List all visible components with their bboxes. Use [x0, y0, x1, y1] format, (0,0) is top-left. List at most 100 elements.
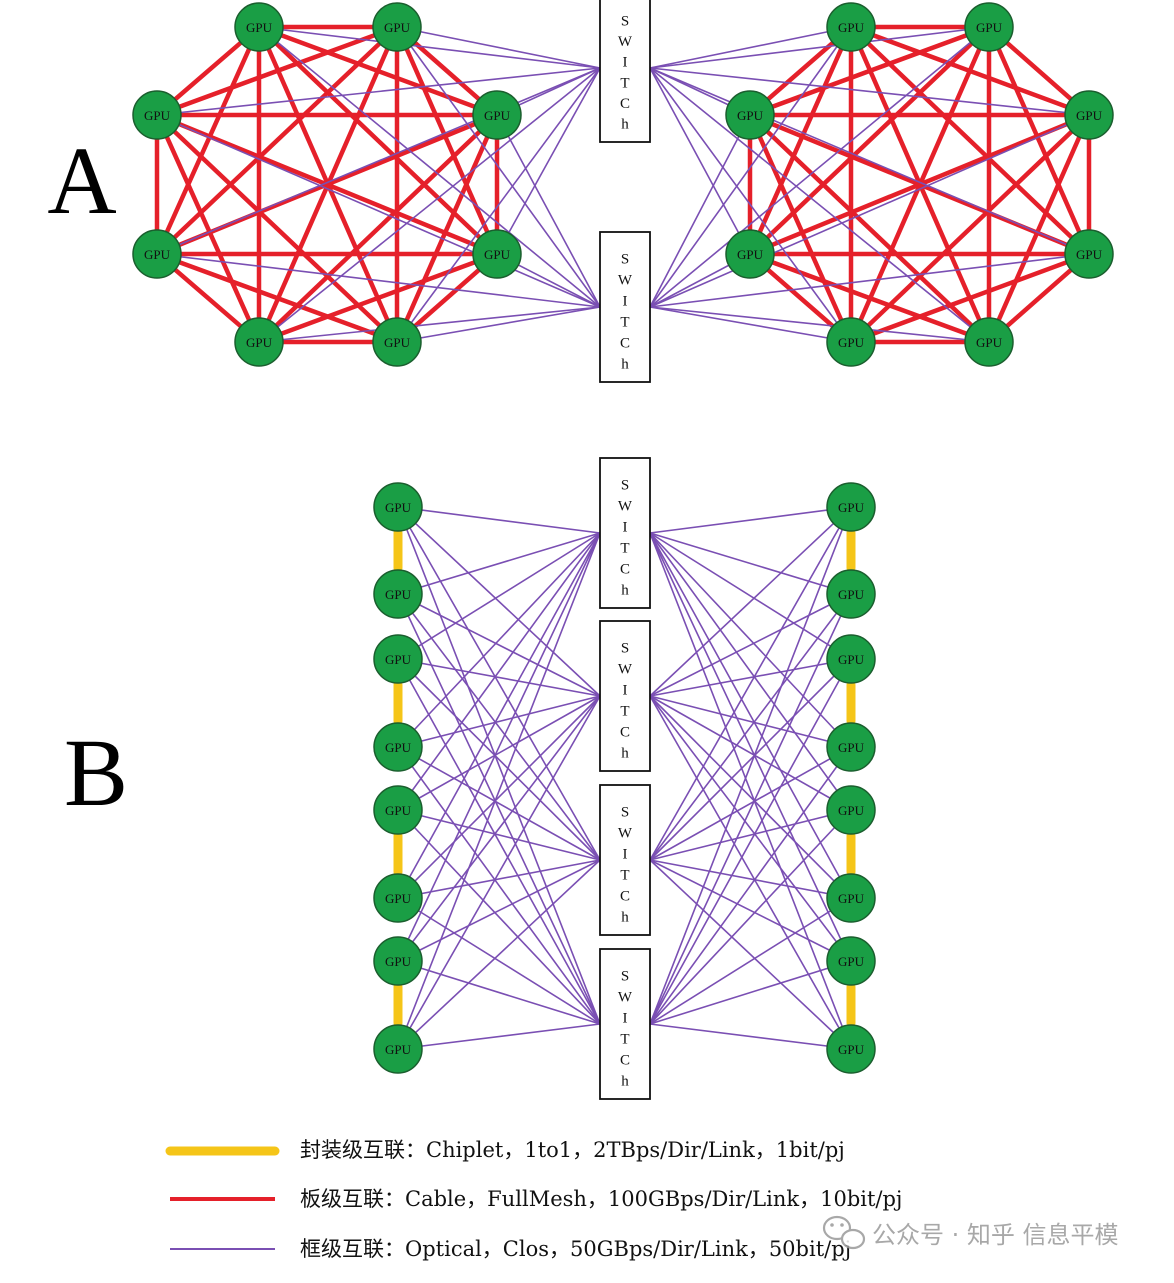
- switch-letter: S: [621, 641, 629, 657]
- optical-link-a-right: [649, 26, 852, 308]
- optical-link-a-left: [156, 253, 601, 308]
- section-label-a: A: [47, 127, 116, 234]
- optical-link-b-right: [649, 746, 852, 861]
- optical-link-a-left: [156, 67, 601, 116]
- gpu-circle: [826, 722, 876, 772]
- gpu-node-b-left: GPU: [373, 1024, 423, 1074]
- gpu-circle: [472, 90, 522, 140]
- gpu-node-b-left: GPU: [373, 569, 423, 619]
- wechat-icon: [822, 1215, 866, 1250]
- cable-link-l: [258, 251, 498, 345]
- section-label-b: B: [64, 719, 128, 826]
- optical-link-b-left: [397, 695, 601, 899]
- switch-letter: T: [620, 541, 629, 557]
- optical-link-a-left: [496, 114, 601, 308]
- optical-link-b-right: [649, 695, 852, 748]
- switch-letter: h: [621, 910, 629, 926]
- cable-link-r: [849, 113, 1091, 344]
- optical-link-b-right: [649, 532, 852, 748]
- gpu-node-b-left: GPU: [373, 482, 423, 532]
- switch-letter: C: [620, 725, 630, 741]
- optical-link-b-left: [397, 532, 601, 748]
- cable-link-r: [986, 26, 1092, 255]
- optical-link-a-right: [649, 253, 1090, 308]
- gpu-node-a-left: GPU: [234, 2, 284, 52]
- optical-link-b-right: [649, 532, 852, 962]
- gpu-node-a-right: GPU: [964, 2, 1014, 52]
- switch-letter: S: [621, 478, 629, 494]
- optical-link-b-right: [649, 695, 852, 899]
- switch-letter: W: [618, 662, 633, 678]
- nodes-layer: GPU GPU GPU GPU GPU GPU GPU GPU GPU GPU GPU GPU GPU G…: [132, 0, 1114, 1100]
- optical-link-b-right: [649, 695, 852, 811]
- optical-link-a-left: [496, 67, 601, 255]
- gpu-circle: [373, 785, 423, 835]
- gpu-node-a-right: GPU: [826, 2, 876, 52]
- gpu-circle: [826, 634, 876, 684]
- optical-link-b-left: [397, 658, 601, 1025]
- gpu-node-a-right: GPU: [1064, 90, 1114, 140]
- gpu-circle: [373, 722, 423, 772]
- switch-letter: T: [620, 1032, 629, 1048]
- switch-letter: T: [620, 704, 629, 720]
- gpu-label: GPU: [385, 891, 412, 906]
- cable-link-r: [747, 26, 854, 255]
- switch-letter: h: [621, 746, 629, 762]
- switch-box: [599, 231, 651, 383]
- gpu-circle: [725, 229, 775, 279]
- optical-link-b-left: [397, 532, 601, 899]
- switch-letter: W: [618, 990, 633, 1006]
- gpu-node-b-right: GPU: [826, 482, 876, 532]
- optical-link-a-left: [258, 26, 601, 308]
- cable-link-r: [747, 114, 854, 343]
- gpu-label: GPU: [246, 335, 273, 350]
- gpu-node-a-right: GPU: [1064, 229, 1114, 279]
- switch-letter: T: [620, 75, 629, 91]
- legend: 封装级互联：Chiplet，1to1，2TBps/Dir/Link，1bit/p…: [165, 1138, 902, 1261]
- optical-link-b-left: [397, 746, 601, 861]
- gpu-circle: [725, 90, 775, 140]
- gpu-label: GPU: [976, 335, 1003, 350]
- gpu-circle: [132, 229, 182, 279]
- gpu-circle: [826, 569, 876, 619]
- cable-link-l: [155, 25, 399, 256]
- gpu-node-a-right: GPU: [964, 317, 1014, 367]
- optical-link-b-right: [649, 593, 852, 1025]
- watermark: 公众号 · 知乎 信息平模: [822, 1215, 1119, 1250]
- optical-link-a-right: [649, 306, 852, 343]
- gpu-label: GPU: [838, 20, 865, 35]
- cable-link-r: [849, 25, 1091, 256]
- optical-link-a-left: [396, 67, 601, 343]
- gpu-node-b-left: GPU: [373, 936, 423, 986]
- switch-letter: I: [623, 520, 628, 536]
- gpu-circle: [373, 634, 423, 684]
- optical-link-b-right: [649, 809, 852, 1025]
- gpu-node-b-left: GPU: [373, 722, 423, 772]
- gpu-circle: [373, 482, 423, 532]
- optical-link-b-left: [397, 1023, 601, 1050]
- gpu-circle: [373, 936, 423, 986]
- switch-letter: W: [618, 499, 633, 515]
- gpu-label: GPU: [838, 652, 865, 667]
- cable-link-r: [748, 113, 991, 344]
- optical-link-b-right: [649, 658, 852, 1025]
- gpu-label: GPU: [385, 803, 412, 818]
- gpu-label: GPU: [385, 500, 412, 515]
- optical-link-a-right: [649, 67, 751, 255]
- gpu-node-b-right: GPU: [826, 936, 876, 986]
- gpu-node-a-left: GPU: [472, 229, 522, 279]
- gpu-circle: [472, 229, 522, 279]
- optical-link-b-right: [649, 506, 852, 534]
- optical-link-a-right: [649, 67, 852, 343]
- gpu-circle: [234, 317, 284, 367]
- cable-link-l: [156, 251, 398, 345]
- cable-link-l: [154, 114, 262, 343]
- optical-link-b-right: [649, 532, 852, 1050]
- optical-link-b-right: [649, 506, 852, 697]
- optical-link-a-right: [649, 26, 852, 69]
- optical-link-a-left: [396, 26, 601, 308]
